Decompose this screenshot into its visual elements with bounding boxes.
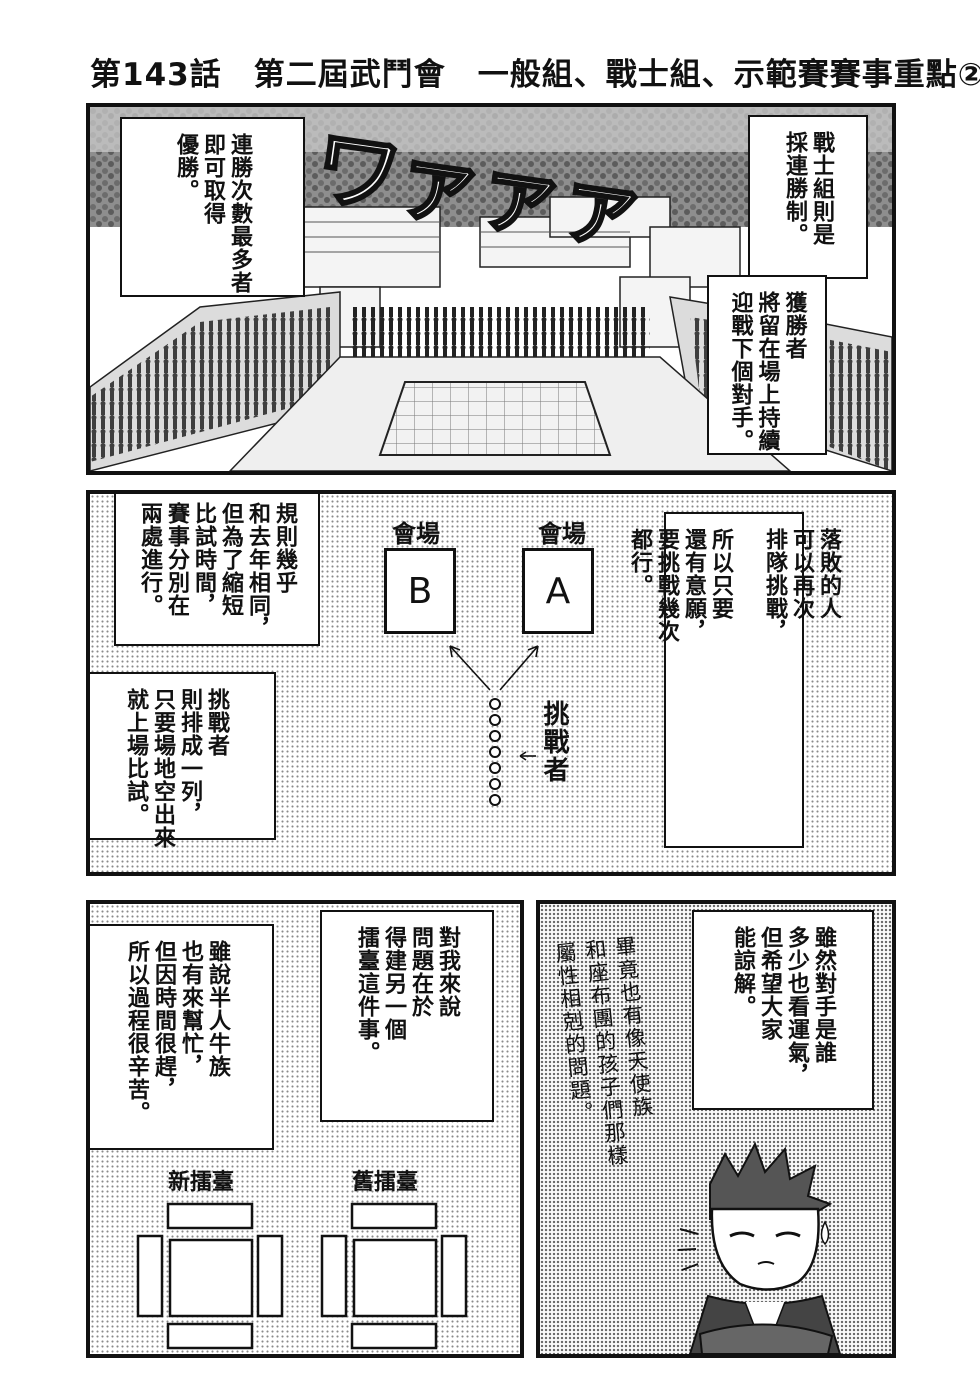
caption-box-rules: 規則幾乎 和去年相同， 但為了縮短 比試時間， 賽事分別在 兩處進行。 bbox=[114, 494, 320, 646]
caption-text: 規則幾乎 和去年相同， 但為了縮短 比試時間， 賽事分別在 兩處進行。 bbox=[137, 502, 297, 640]
caption-text: 獲勝者 將留在場上持續 迎戰下個對手。 bbox=[727, 291, 807, 452]
caption-text: 雖說半人牛族 也有來幫忙， 但因時間很趕， 所以過程很辛苦。 bbox=[124, 940, 230, 1124]
venue-a-label: 會場 bbox=[538, 520, 586, 548]
panel-venues: 規則幾乎 和去年相同， 但為了縮短 比試時間， 賽事分別在 兩處進行。 挑戰者 … bbox=[86, 490, 896, 876]
caption-box-minotaur-help: 雖說半人牛族 也有來幫忙， 但因時間很趕， 所以過程很辛苦。 bbox=[90, 924, 274, 1150]
challenger-queue bbox=[489, 698, 501, 806]
challenger-label: 挑戰者 bbox=[539, 700, 569, 784]
arena-layout bbox=[136, 1202, 468, 1350]
page-title: 第143話 第二屆武鬥會 一般組、戰士組、示範賽賽事重點② bbox=[90, 57, 980, 93]
caption-text: 雖然對手是誰 多少也看運氣， 但希望大家 能諒解。 bbox=[730, 926, 836, 1087]
caption-text: 落敗的人 可以再次 排隊挑戰， 所以只要 還有意願， 要挑戰幾次 都行。 bbox=[627, 528, 841, 643]
queue-diagram bbox=[449, 645, 539, 806]
new-arena-label: 新擂臺 bbox=[168, 1170, 235, 1195]
panel-arenas: 對我來說 問題在於 得建另一個 擂臺這件事。 雖說半人牛族 也有來幫忙， 但因時… bbox=[86, 900, 524, 1358]
caption-text: 對我來說 問題在於 得建另一個 擂臺這件事。 bbox=[354, 926, 460, 1064]
venue-a-court: A bbox=[522, 548, 594, 634]
caption-box-luck: 雖然對手是誰 多少也看運氣， 但希望大家 能諒解。 bbox=[692, 910, 874, 1110]
venue-b-label: 會場 bbox=[392, 520, 440, 548]
caption-box-winner-stays: 獲勝者 將留在場上持續 迎戰下個對手。 bbox=[707, 275, 827, 455]
venue-b-court: B bbox=[384, 548, 456, 634]
panel-character: 雖然對手是誰 多少也看運氣， 但希望大家 能諒解。 畢竟也有像天使族 和座布團的… bbox=[536, 900, 896, 1358]
old-arena-label: 舊擂臺 bbox=[352, 1170, 419, 1195]
caption-box-queue: 挑戰者 則排成一列， 只要場地空出來 就上場比試。 bbox=[90, 672, 276, 849]
caption-box-loser: 落敗的人 可以再次 排隊挑戰， 所以只要 還有意願， 要挑戰幾次 都行。 bbox=[627, 512, 841, 848]
caption-box-new-arena: 對我來說 問題在於 得建另一個 擂臺這件事。 bbox=[320, 910, 494, 1122]
caption-box-streak-rule: 戰士組則是 採連勝制。 bbox=[748, 115, 868, 279]
caption-text: 戰士組則是 採連勝制。 bbox=[782, 131, 834, 246]
caption-box-champion: 連勝次數最多者 即可取得 優勝。 bbox=[120, 117, 305, 297]
protagonist-chibi bbox=[677, 1141, 842, 1354]
caption-text: 挑戰者 則排成一列， 只要場地空出來 就上場比試。 bbox=[123, 688, 229, 849]
panel-stadium: ワァァァ 連勝次數最多者 即可取得 優勝。 戰士組則是 採連勝制。 獲勝者 將留… bbox=[86, 103, 896, 475]
caption-text: 連勝次數最多者 即可取得 優勝。 bbox=[173, 133, 252, 294]
